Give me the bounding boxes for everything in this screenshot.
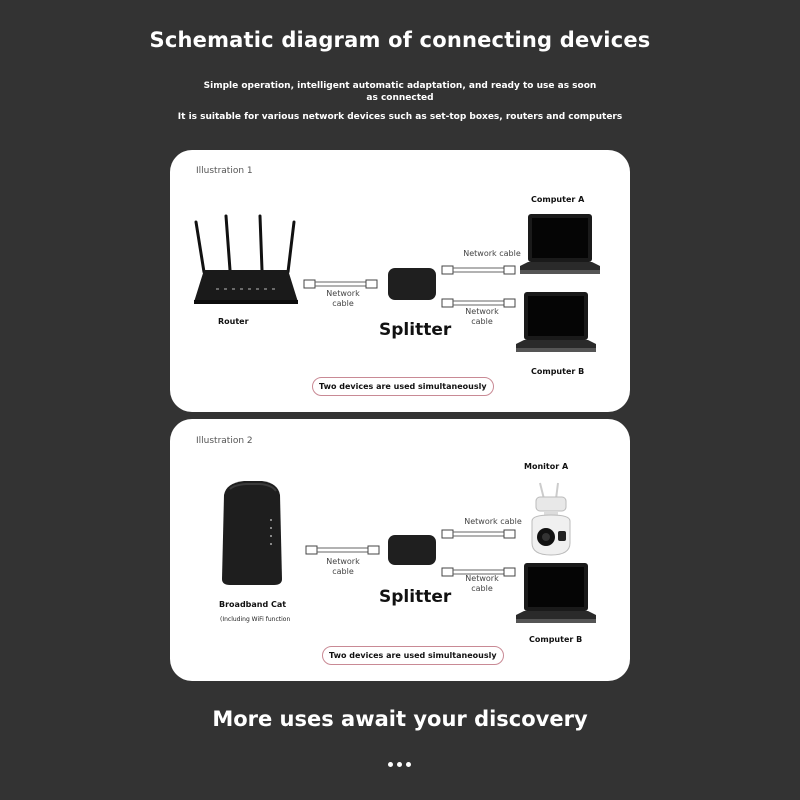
page-title: Schematic diagram of connecting devices [149, 28, 651, 52]
output-cable-a-icon [441, 265, 516, 275]
pagination-dots [386, 752, 413, 771]
footer-title: More uses await your discovery [212, 707, 588, 731]
router-label: Router [218, 317, 249, 326]
security-camera-icon [531, 482, 571, 556]
laptop-icon [516, 563, 596, 623]
dot [397, 762, 402, 767]
output-cable-a-label: Network cable [464, 517, 522, 526]
laptop-icon [520, 214, 600, 274]
splitter-label: Splitter [379, 587, 452, 607]
computer-a-label: Computer A [531, 195, 585, 204]
illustration-1-card: Illustration 1 Router Network cable Spli… [170, 150, 630, 412]
subtitle-line-2: It is suitable for various network devic… [177, 112, 623, 122]
output-cable-b-icon [441, 298, 516, 308]
splitter-icon [388, 535, 436, 565]
router-icon [194, 214, 298, 304]
dot [388, 762, 393, 767]
simultaneous-note: Two devices are used simultaneously [322, 646, 504, 665]
modem-icon [222, 481, 282, 585]
computer-b-label: Computer B [531, 367, 585, 376]
subtitle-line-1: Simple operation, intelligent automatic … [203, 81, 597, 103]
output-cable-b-label: Network cable [465, 574, 499, 593]
input-cable-label: Network cable [326, 289, 360, 308]
output-cable-b-icon [441, 567, 516, 577]
output-cable-a-icon [441, 529, 516, 539]
illustration-2-card: Illustration 2 Broadband Cat (Including … [170, 419, 630, 681]
output-cable-b-label: Network cable [465, 307, 499, 326]
splitter-icon [388, 268, 436, 300]
computer-b-label: Computer B [529, 635, 583, 644]
laptop-icon [516, 292, 596, 352]
broadband-cat-label: Broadband Cat [219, 600, 287, 609]
monitor-a-label: Monitor A [524, 462, 569, 471]
dot [406, 762, 411, 767]
illustration-2-label: Illustration 2 [196, 436, 253, 446]
simultaneous-note: Two devices are used simultaneously [312, 377, 494, 396]
illustration-1-label: Illustration 1 [196, 166, 253, 176]
broadband-cat-note: (Including WiFi function [220, 616, 291, 623]
output-cable-a-label: Network cable [463, 249, 521, 258]
input-cable-label: Network cable [326, 557, 360, 576]
input-cable-icon [303, 279, 378, 289]
input-cable-icon [305, 545, 380, 555]
splitter-label: Splitter [379, 320, 452, 340]
